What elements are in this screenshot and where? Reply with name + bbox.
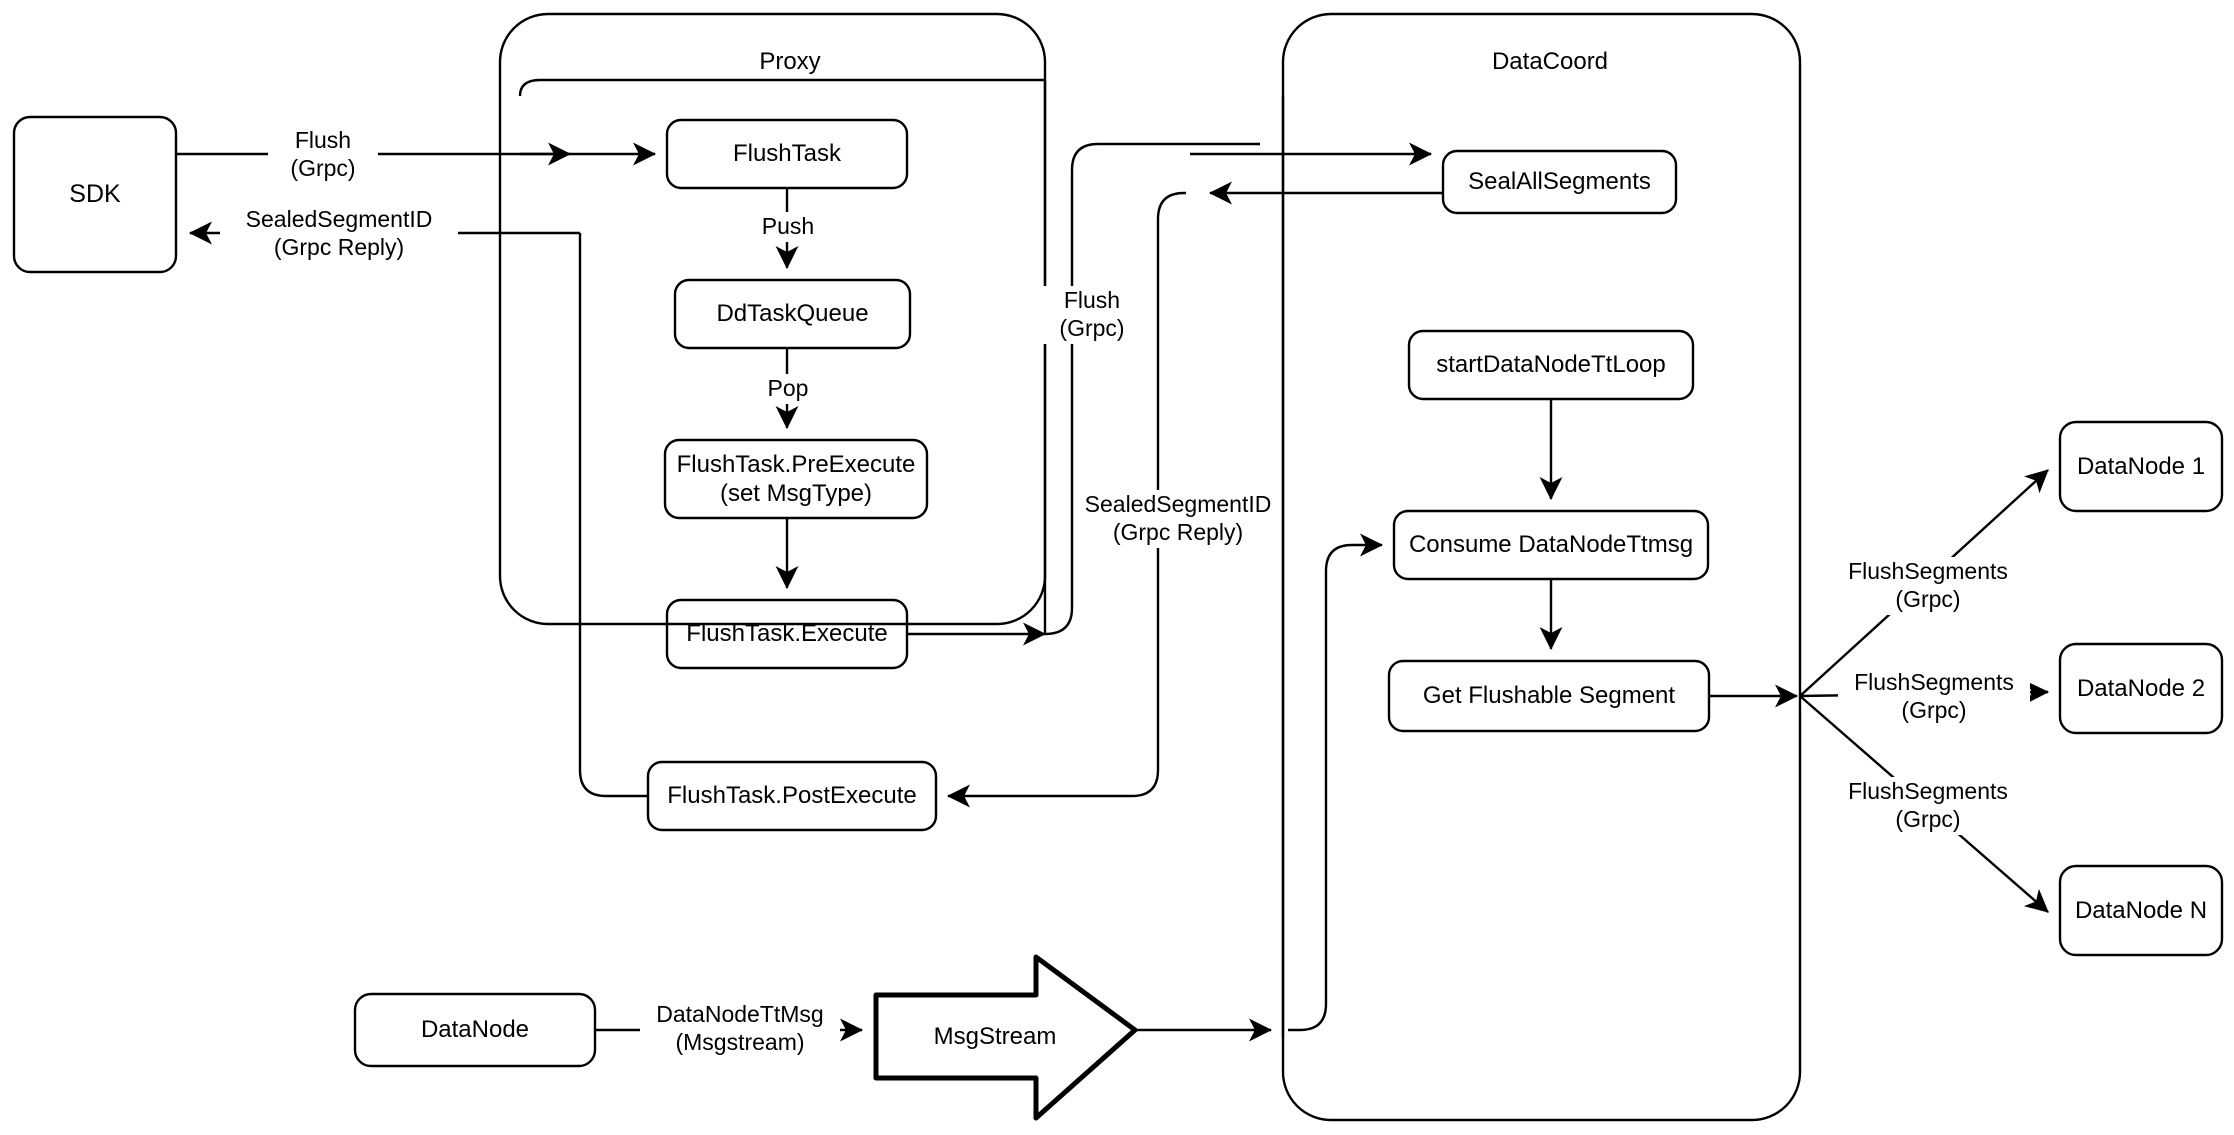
node-box-datanode-source bbox=[353, 992, 597, 1068]
node-shape-msgstream bbox=[873, 954, 1138, 1121]
node-box-dd-task-queue bbox=[673, 278, 912, 350]
edge-proxy-left-riser bbox=[518, 78, 1045, 97]
edge-label-pop: Pop bbox=[748, 374, 828, 404]
node-box-start-datanode-ttloop bbox=[1407, 329, 1695, 401]
node-box-sdk bbox=[12, 115, 178, 274]
edge-label-sealedsegmentid-reply-mid: SealedSegmentID (Grpc Reply) bbox=[1078, 490, 1278, 548]
edge-label-push: Push bbox=[742, 212, 834, 242]
edge-label-flush-grpc: Flush (Grpc) bbox=[268, 126, 378, 184]
node-box-datanode-n bbox=[2058, 864, 2224, 957]
edge-label-sealedsegmentid-reply: SealedSegmentID (Grpc Reply) bbox=[220, 205, 458, 263]
edge-label-flush-grpc-mid: Flush (Grpc) bbox=[1036, 286, 1148, 344]
datacoord-group-border bbox=[1281, 12, 1802, 1122]
datacoord-group-title: DataCoord bbox=[1491, 48, 1609, 75]
node-box-flush-task-execute bbox=[665, 598, 909, 670]
edge-label-flush-segments-1: FlushSegments (Grpc) bbox=[1832, 557, 2024, 615]
node-box-flush-task-preexecute bbox=[663, 438, 929, 520]
edge-label-flush-segments-n: FlushSegments (Grpc) bbox=[1832, 777, 2024, 835]
node-box-get-flushable-segment bbox=[1387, 659, 1711, 733]
edge-label-flush-segments-2: FlushSegments (Grpc) bbox=[1838, 668, 2030, 726]
node-box-seal-all-segments bbox=[1441, 149, 1678, 215]
node-box-flush-task-postexecute bbox=[646, 760, 938, 832]
edge-postexecute-return-loop bbox=[578, 233, 648, 798]
edge-label-datanode-ttmsg: DataNodeTtMsg (Msgstream) bbox=[640, 1000, 840, 1058]
edge-datacoord-ttmsg-riser bbox=[1288, 533, 1384, 1032]
proxy-group-title: Proxy bbox=[759, 48, 821, 75]
node-box-flush-task bbox=[665, 118, 909, 190]
node-box-consume-datanode-ttmsg bbox=[1392, 509, 1710, 581]
edge-flush-grpc-riser bbox=[1044, 142, 1260, 636]
proxy-group-border bbox=[498, 12, 1047, 626]
node-box-datanode-2 bbox=[2058, 642, 2224, 735]
node-box-datanode-1 bbox=[2058, 420, 2224, 513]
